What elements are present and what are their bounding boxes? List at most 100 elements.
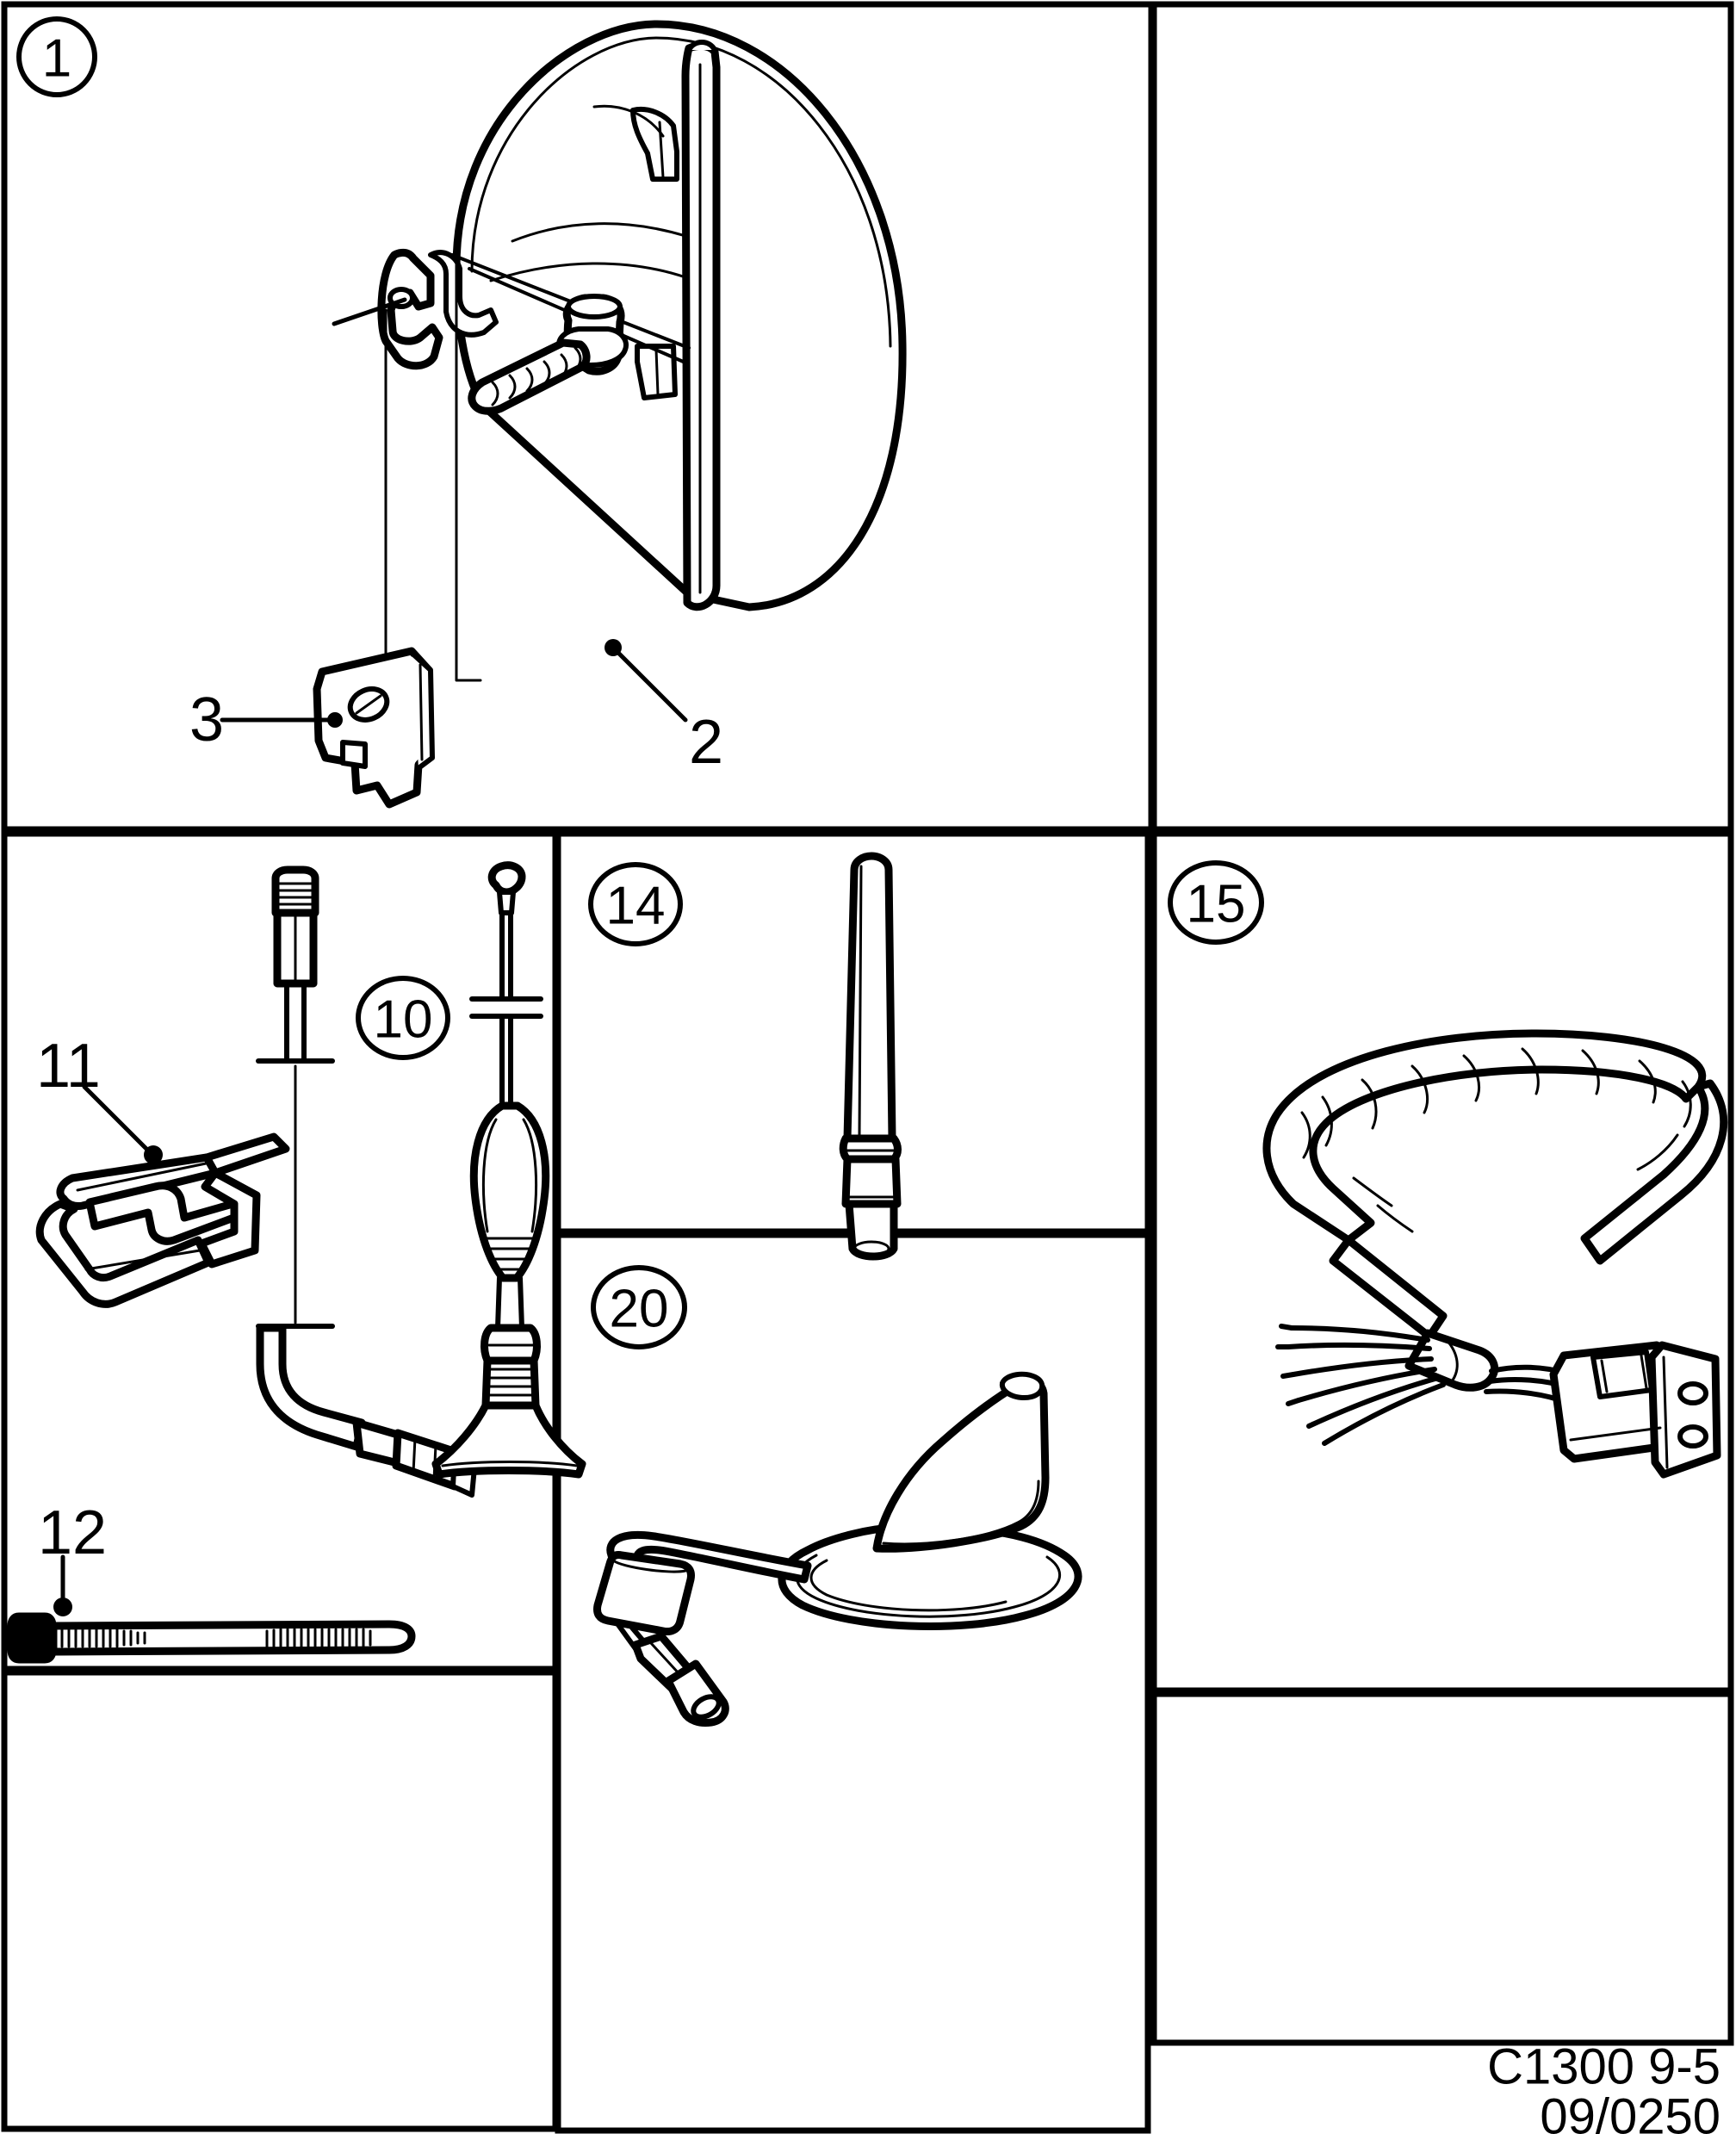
mast-coil-inner-left [481, 1118, 498, 1233]
alignment-guide-right [455, 257, 482, 682]
whip-foot [845, 1200, 898, 1261]
harness-boss-lower [1677, 1424, 1708, 1449]
panel-14-artwork [839, 852, 902, 1261]
housing-scribe-upper [592, 104, 665, 138]
harness-wire-tails [1275, 1324, 1301, 1406]
ref-2-text: 2 [689, 708, 723, 777]
antenna-coax-cable [256, 865, 478, 1498]
callout-14[interactable]: 14 [588, 862, 683, 946]
cable-tie-teeth-left [60, 1628, 146, 1648]
panel-1-label-2 [604, 639, 688, 723]
panel-1-artwork [220, 20, 907, 809]
label-11-leader [82, 1084, 151, 1153]
ref-3-text: 3 [189, 685, 224, 754]
panel-15-artwork [1262, 1029, 1728, 1479]
mast-rod-lower [499, 1014, 513, 1108]
harness-latch-rib-2 [1640, 1354, 1648, 1390]
callout-20-label: 20 [610, 1280, 669, 1339]
callout-10[interactable]: 10 [356, 976, 450, 1060]
panel-10-artwork [7, 861, 586, 1664]
mast-coil-threads [484, 1237, 536, 1271]
flange-hole-leader [332, 297, 407, 326]
cable-tie-strap-body [49, 1620, 416, 1656]
lower-tab-detail [654, 348, 660, 396]
callout-15[interactable]: 15 [1168, 860, 1264, 945]
screw-thread-hatching [491, 346, 582, 406]
harness-boss-upper [1677, 1381, 1708, 1405]
clip-top-arm [202, 1132, 290, 1177]
mirror-housing-body [452, 20, 907, 611]
label-12-dot [53, 1597, 72, 1616]
sharkfin-base-seam [809, 1559, 1008, 1612]
footer-document-code: C1300 9-5 [1487, 2039, 1720, 2095]
mast-rod-upper [499, 910, 513, 1002]
mirror-housing-inner-edge [470, 36, 892, 348]
harness-loom-left-leg [1329, 1236, 1448, 1341]
whip-rod [843, 852, 896, 1143]
callout-14-circle [588, 862, 683, 946]
harness-loose-wires [1286, 1325, 1446, 1446]
ref-11-text: 11 [36, 1032, 101, 1101]
whip-foot-base [852, 1240, 890, 1257]
footer-revision-code: 09/0250 [1540, 2089, 1720, 2134]
mast-tip-neck [497, 890, 516, 915]
harness-latch-rib-1 [1600, 1359, 1609, 1393]
screw-head-top [566, 294, 623, 319]
clip-lower-jaw [35, 1200, 213, 1308]
callout-20-circle [591, 1265, 687, 1349]
cable-tie-head-slot [19, 1626, 41, 1648]
callout-1-label: 1 [42, 29, 71, 89]
mast-lower-stem [495, 1275, 524, 1331]
shark-fin-antenna [593, 1371, 1082, 1727]
callout-14-label: 14 [606, 877, 666, 936]
clip-fold-line-2 [84, 1249, 202, 1271]
panel-1-label-3 [220, 712, 343, 728]
panel-15-frame [1150, 830, 1734, 1694]
clip-bracket-hole-inner [355, 694, 382, 715]
coax-connector-seam-1 [412, 1436, 417, 1474]
harness-tape-hatching [1300, 1047, 1692, 1233]
plate-top-hook [686, 40, 717, 53]
panel-empty-bottomright-frame [1150, 1690, 1734, 2046]
sharkfin-plug-tip [691, 1694, 722, 1720]
retaining-clip-bracket [313, 647, 435, 809]
sharkfin-base-inner-ridge [796, 1554, 1062, 1618]
mast-neck-threads [485, 1368, 536, 1397]
harness-sleeve-line [1445, 1338, 1459, 1383]
callout-15-label: 15 [1187, 875, 1246, 934]
harness-block-seam [1662, 1355, 1669, 1469]
wiring-harness-loom [1262, 1029, 1728, 1479]
label-3-dot [327, 712, 343, 728]
clip-return-hook [197, 1169, 261, 1269]
panel-empty-bottomleft-frame [1, 1669, 559, 2132]
sharkfin-module-edge [611, 1559, 687, 1573]
harness-connector-block [1647, 1341, 1721, 1479]
sharkfin-skirt-line [882, 1480, 1040, 1546]
coax-cable-stem [284, 981, 307, 1062]
footer-block: C1300 9-5 09/0250 [1487, 2039, 1720, 2134]
callout-20[interactable]: 20 [591, 1265, 687, 1349]
clip-bracket-notch [340, 740, 368, 769]
panel-empty-topright-frame [1150, 1, 1734, 833]
callout-10-circle [356, 976, 450, 1060]
harness-loom-right-leg [1580, 1079, 1728, 1265]
mast-tip [487, 861, 526, 896]
upper-retaining-tab [630, 107, 679, 182]
clip-fold-line-1 [76, 1161, 212, 1192]
housing-contour-line-1 [511, 222, 687, 243]
coax-cable-elbow [256, 1324, 366, 1451]
sharkfin-body [872, 1377, 1050, 1553]
callout-1[interactable]: 1 [16, 16, 97, 97]
callout-bubbles: 1 10 14 20 15 [16, 16, 1264, 1349]
cable-tie-strap [7, 1612, 416, 1664]
panel-20-artwork [593, 1371, 1082, 1727]
cable-routing-clip [35, 1132, 290, 1308]
mast-coil-inner-right [522, 1118, 538, 1233]
whip-rod-highlight [858, 865, 863, 1137]
sharkfin-inline-module [593, 1551, 695, 1635]
cable-tie-teeth-right [265, 1628, 372, 1648]
mast-flared-foot [431, 1401, 586, 1479]
housing-mount-flange [377, 248, 443, 370]
